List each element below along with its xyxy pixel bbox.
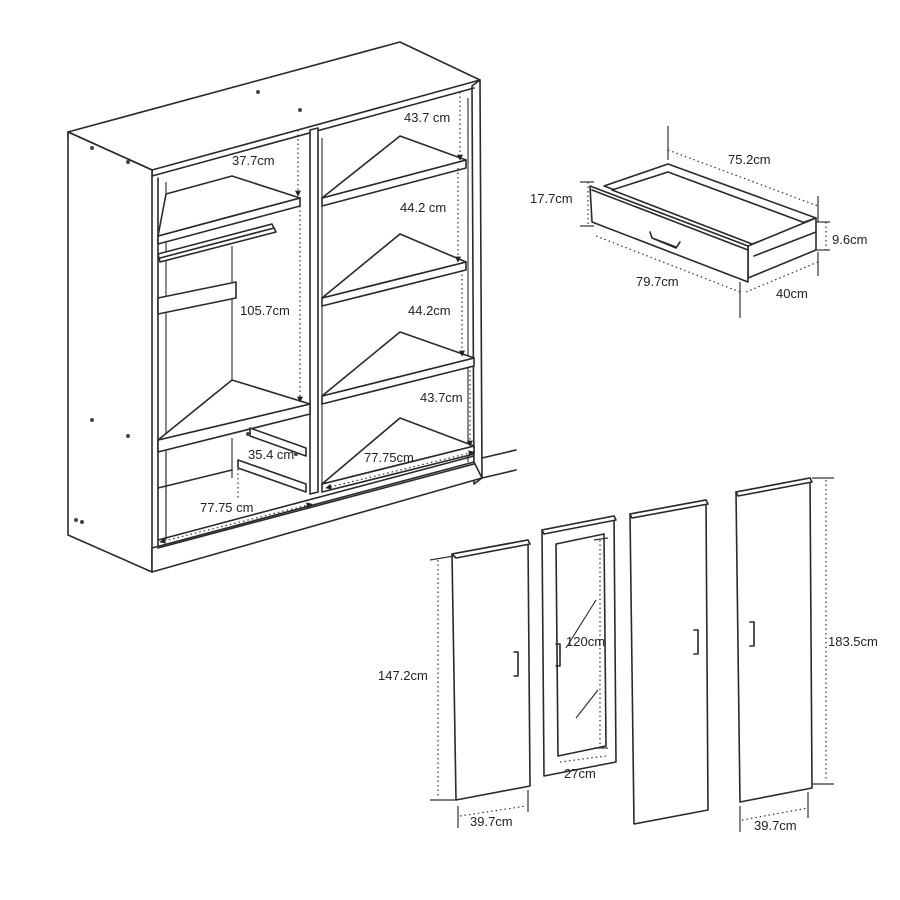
dim-right-gap-4: 43.7cm <box>420 390 463 405</box>
small-door-handle-icon <box>513 651 519 677</box>
wardrobe-left-shelves <box>157 175 311 540</box>
dim-right-width: 77.75cm <box>364 450 414 465</box>
dim-tall-door-width: 39.7cm <box>754 818 797 833</box>
tall-door <box>735 477 813 803</box>
dim-drawer-gap: 35.4 cm <box>248 447 294 462</box>
small-door <box>451 539 531 801</box>
tall-door-dimensions: 183.5cm 39.7cm <box>739 477 878 833</box>
dim-left-height: 105.7cm <box>240 303 290 318</box>
drawer-runner-upper <box>249 427 307 457</box>
tall-door-handle-icon <box>749 621 755 647</box>
dim-small-door-width: 39.7cm <box>470 814 513 829</box>
drawer-front-panel <box>589 185 749 283</box>
wardrobe-center-divider <box>309 127 319 495</box>
dim-drawer-side-depth: 40cm <box>776 286 808 301</box>
wardrobe-screw-holes <box>74 90 302 524</box>
wardrobe-right-shelves <box>321 135 475 493</box>
dim-left-width: 77.75 cm <box>200 500 253 515</box>
dim-drawer-side-height: 9.6cm <box>832 232 867 247</box>
wardrobe-right-side-panel <box>471 79 483 485</box>
left-back-rail <box>157 281 237 315</box>
drawer-dimension-labels: 75.2cm 17.7cm 9.6cm 79.7cm 40cm <box>530 152 867 301</box>
drawer-box <box>589 163 817 283</box>
mirror-door-dimensions: 120cm 27cm <box>559 537 609 781</box>
drawer-handle-icon <box>649 231 681 249</box>
dim-right-gap-3: 44.2cm <box>408 303 451 318</box>
small-door-dimensions: 147.2cm 39.7cm <box>378 555 529 829</box>
drawer-dimensions <box>580 126 830 318</box>
wardrobe-dimensions <box>159 92 475 544</box>
mirror-door <box>541 515 617 777</box>
dim-mirror-width: 27cm <box>564 766 596 781</box>
dim-top-left-gap: 37.7cm <box>232 153 275 168</box>
dim-tall-door-height: 183.5cm <box>828 634 878 649</box>
drawer-runner-lower <box>237 459 307 493</box>
dim-drawer-front-width: 79.7cm <box>636 274 679 289</box>
wardrobe-dimension-labels: 43.7 cm 37.7cm 44.2 cm 105.7cm 44.2cm 43… <box>200 110 463 515</box>
dim-mirror-height: 120cm <box>566 634 605 649</box>
dim-small-door-height: 147.2cm <box>378 668 428 683</box>
plain-tall-door <box>629 499 709 825</box>
mirror-door-handle-icon <box>555 643 561 667</box>
dim-drawer-depth-top: 75.2cm <box>728 152 771 167</box>
dim-top-right-gap: 43.7 cm <box>404 110 450 125</box>
plain-door-handle-icon <box>693 629 699 655</box>
wardrobe-left-side-panel <box>67 131 153 573</box>
mirror-panel <box>555 533 607 757</box>
dim-right-gap-2: 44.2 cm <box>400 200 446 215</box>
dim-drawer-front-height: 17.7cm <box>530 191 573 206</box>
